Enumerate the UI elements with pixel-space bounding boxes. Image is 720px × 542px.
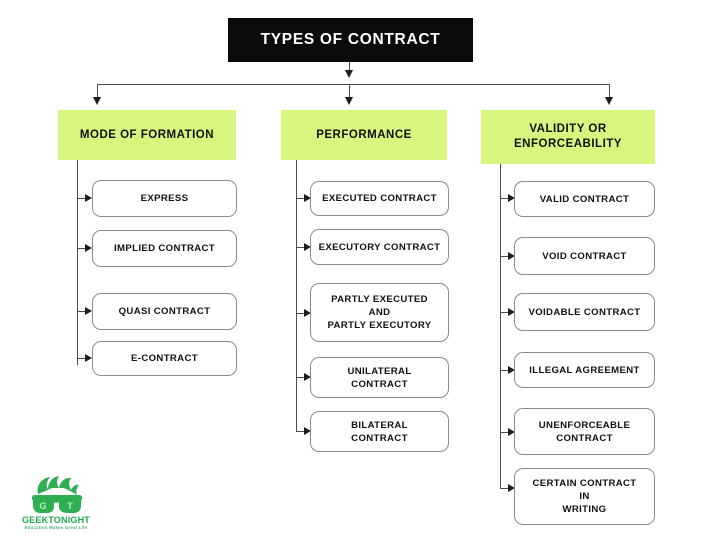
branch-line-1-0 (77, 198, 86, 200)
bus-drop-center (349, 84, 351, 98)
leaf-box-voidable-contract[interactable]: VOIDABLE CONTRACT (514, 293, 655, 331)
leaf-label: VOIDABLE CONTRACT (528, 306, 641, 318)
branch-arrow-3-5-icon (508, 484, 515, 492)
leaf-box-executory-contract[interactable]: EXECUTORY CONTRACT (310, 229, 449, 265)
title-stub-line (349, 62, 351, 72)
leaf-box-executed-contract[interactable]: EXECUTED CONTRACT (310, 181, 449, 216)
spine-column-3 (500, 164, 502, 488)
logo-wordmark: GEEKTONIGHT (21, 515, 91, 525)
branch-line-2-4 (296, 431, 305, 433)
branch-arrow-3-0-icon (508, 194, 515, 202)
branch-arrow-3-2-icon (508, 308, 515, 316)
leaf-label: EXECUTED CONTRACT (322, 193, 437, 204)
leaf-label: EXECUTORY CONTRACT (318, 241, 441, 253)
leaf-label: QUASI CONTRACT (118, 306, 211, 317)
geektonight-logo[interactable]: G T GEEKTONIGHT Education Makes Great Li… (10, 474, 102, 534)
branch-arrow-2-1-icon (304, 243, 311, 251)
spine-column-2 (296, 160, 298, 431)
bus-arrow-left-icon (93, 97, 101, 105)
branch-arrow-2-0-icon (304, 194, 311, 202)
leaf-label: IMPLIED CONTRACT (114, 243, 215, 254)
category-label: MODE OF FORMATION (79, 128, 215, 141)
leaf-box-implied-contract[interactable]: IMPLIED CONTRACT (92, 230, 237, 267)
branch-line-2-3 (296, 377, 305, 379)
branch-arrow-3-1-icon (508, 252, 515, 260)
title-stub-arrow-icon (345, 70, 353, 78)
category-label: PERFORMANCE (316, 128, 412, 141)
branch-line-3-5 (500, 488, 509, 490)
spine-column-1 (77, 160, 79, 365)
branch-line-3-2 (500, 312, 509, 314)
branch-arrow-2-2-icon (304, 309, 311, 317)
diagram-title-text: TYPES OF CONTRACT (260, 31, 441, 48)
geek-sunglasses-icon: G T (32, 476, 82, 513)
branch-arrow-2-3-icon (304, 373, 311, 381)
bus-drop-left (97, 84, 99, 98)
branch-line-1-3 (77, 358, 86, 360)
branch-arrow-1-3-icon (85, 354, 92, 362)
bus-arrow-right-icon (605, 97, 613, 105)
branch-arrow-1-1-icon (85, 244, 92, 252)
branch-line-2-2 (296, 313, 305, 315)
branch-arrow-1-0-icon (85, 194, 92, 202)
leaf-box-express[interactable]: EXPRESS (92, 180, 237, 217)
bus-drop-right (609, 84, 611, 98)
top-bus-line (97, 84, 610, 86)
leaf-box-void-contract[interactable]: VOID CONTRACT (514, 237, 655, 275)
category-box-mode-of-formation[interactable]: MODE OF FORMATION (58, 110, 236, 160)
leaf-label: E-CONTRACT (131, 353, 198, 364)
branch-line-2-1 (296, 247, 305, 249)
category-box-performance[interactable]: PERFORMANCE (281, 110, 447, 160)
logo-tagline: Education Makes Great Life (24, 525, 88, 530)
leaf-label: VALID CONTRACT (539, 193, 630, 205)
branch-line-3-4 (500, 432, 509, 434)
branch-line-1-2 (77, 311, 86, 313)
leaf-label: ILLEGAL AGREEMENT (529, 364, 640, 376)
logo-lens-left-letter: G (39, 501, 46, 511)
leaf-box-valid-contract[interactable]: VALID CONTRACT (514, 181, 655, 217)
branch-line-2-0 (296, 198, 305, 200)
branch-line-3-3 (500, 370, 509, 372)
diagram-title-box: TYPES OF CONTRACT (228, 18, 473, 62)
leaf-label: EXPRESS (140, 193, 189, 204)
branch-line-3-0 (500, 198, 509, 200)
branch-arrow-3-4-icon (508, 428, 515, 436)
leaf-label: VOID CONTRACT (542, 250, 627, 262)
branch-arrow-2-4-icon (304, 427, 311, 435)
leaf-box-illegal-agreement[interactable]: ILLEGAL AGREEMENT (514, 352, 655, 388)
branch-arrow-3-3-icon (508, 366, 515, 374)
logo-lens-right-letter: T (67, 501, 73, 511)
leaf-box-e-contract[interactable]: E-CONTRACT (92, 341, 237, 376)
branch-line-1-1 (77, 248, 86, 250)
leaf-box-quasi-contract[interactable]: QUASI CONTRACT (92, 293, 237, 330)
branch-line-3-1 (500, 256, 509, 258)
bus-arrow-center-icon (345, 97, 353, 105)
branch-arrow-1-2-icon (85, 307, 92, 315)
